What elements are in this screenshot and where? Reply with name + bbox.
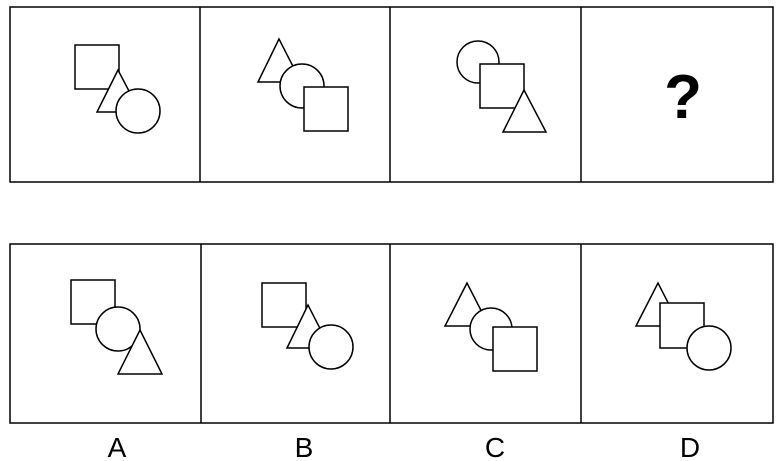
square-shape [74, 44, 120, 90]
question-strip: ? [9, 6, 774, 183]
option-a[interactable] [70, 279, 164, 375]
square-shape [303, 86, 349, 132]
square-shape [479, 63, 525, 109]
option-label-c: C [485, 432, 505, 461]
option-label-a: A [108, 432, 127, 461]
option-label-b: B [295, 432, 314, 461]
options-strip: A B C D [9, 243, 774, 461]
question-frame [9, 6, 774, 183]
question-panel-2 [256, 37, 349, 132]
question-panel-4: ? [664, 63, 702, 132]
question-panel-1 [74, 44, 161, 134]
square-shape [492, 326, 538, 372]
circle-shape [308, 324, 354, 370]
triangle-shape [116, 328, 164, 375]
square-shape [261, 282, 307, 328]
question-panel-3 [456, 40, 548, 133]
square-shape [70, 279, 116, 325]
options-frame [9, 243, 774, 424]
triangle-shape [501, 88, 548, 133]
option-b[interactable] [261, 282, 354, 370]
circle-shape [115, 88, 161, 134]
circle-shape [686, 325, 732, 371]
option-label-d: D [680, 432, 700, 461]
option-d[interactable] [634, 281, 732, 371]
option-c[interactable] [443, 281, 538, 372]
question-mark: ? [664, 63, 702, 132]
